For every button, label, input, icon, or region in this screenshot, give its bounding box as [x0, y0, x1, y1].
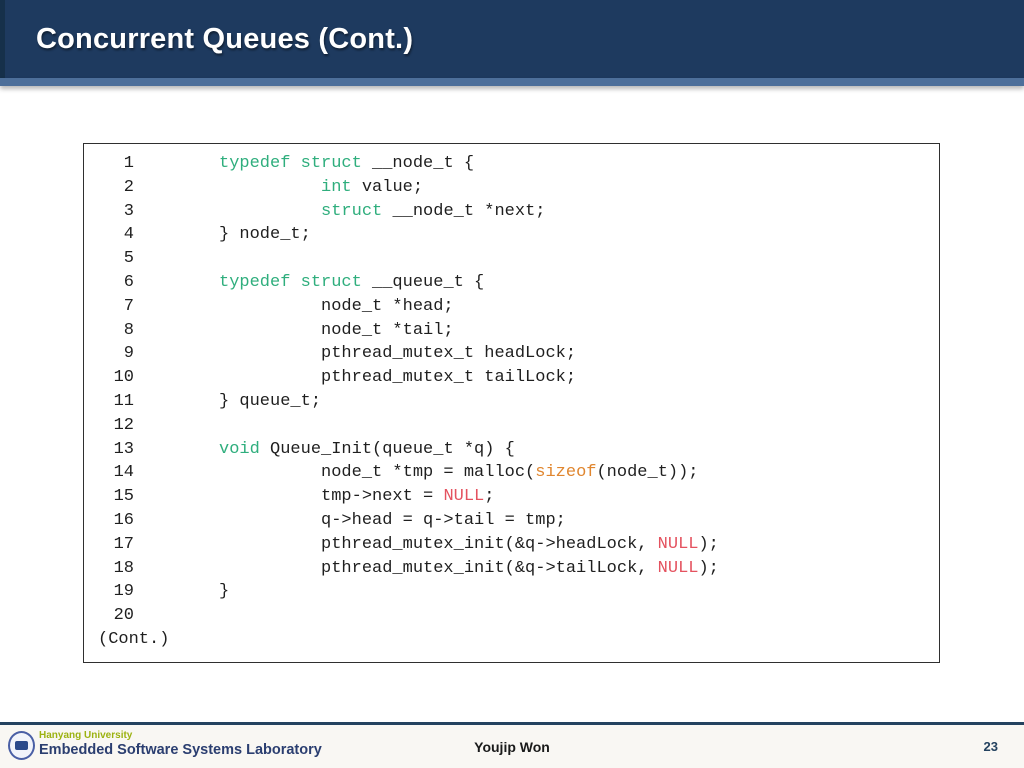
slide-footer: Hanyang University Embedded Software Sys…	[0, 725, 1024, 768]
university-seal-icon	[8, 731, 35, 760]
code-text: pthread_mutex_init(&q->tailLock, NULL);	[219, 558, 719, 578]
code-line: 6 typedef struct __queue_t {	[94, 271, 939, 295]
code-text: pthread_mutex_t headLock;	[219, 344, 577, 364]
code-text: node_t *head;	[219, 296, 454, 316]
line-number: 11	[113, 391, 134, 411]
line-number: 5	[123, 249, 134, 269]
code-text: } node_t;	[219, 225, 311, 245]
line-number: 18	[113, 558, 134, 578]
code-line: 20	[94, 604, 939, 628]
line-number: 20	[113, 606, 134, 626]
code-line: 10 pthread_mutex_t tailLock;	[94, 366, 939, 390]
author-name: Youjip Won	[474, 739, 550, 755]
organization-block: Hanyang University Embedded Software Sys…	[39, 729, 322, 759]
line-number: 8	[123, 320, 134, 340]
code-text: typedef struct __queue_t {	[219, 272, 485, 292]
code-continuation-label: (Cont.)	[98, 629, 170, 649]
code-text: node_t *tmp = malloc(sizeof(node_t));	[219, 463, 699, 483]
code-line: 18 pthread_mutex_init(&q->tailLock, NULL…	[94, 557, 939, 581]
code-line: 1 typedef struct __node_t {	[94, 152, 939, 176]
line-number: 13	[113, 439, 134, 459]
slide-header: Concurrent Queues (Cont.)	[0, 0, 1024, 78]
page-title: Concurrent Queues (Cont.)	[36, 22, 414, 55]
line-number: 7	[123, 296, 134, 316]
line-number: 17	[113, 534, 134, 554]
code-text: typedef struct __node_t {	[219, 154, 475, 173]
laboratory-name: Embedded Software Systems Laboratory	[39, 742, 322, 758]
code-line: 15 tmp->next = NULL;	[94, 485, 939, 509]
code-text: tmp->next = NULL;	[219, 487, 495, 507]
code-line: 17 pthread_mutex_init(&q->headLock, NULL…	[94, 533, 939, 557]
line-number: 15	[113, 487, 134, 507]
code-text: }	[219, 582, 230, 602]
line-number: 10	[113, 368, 134, 388]
header-accent-strip	[0, 78, 1024, 86]
footer-divider	[0, 722, 1024, 725]
code-line: 14 node_t *tmp = malloc(sizeof(node_t));	[94, 461, 939, 485]
code-line: 9 pthread_mutex_t headLock;	[94, 342, 939, 366]
code-line: 8 node_t *tail;	[94, 319, 939, 343]
line-number: 12	[113, 415, 134, 435]
line-number: 14	[113, 463, 134, 483]
line-number: 16	[113, 510, 134, 530]
line-number: 9	[123, 344, 134, 364]
line-number: 19	[113, 582, 134, 602]
code-text: q->head = q->tail = tmp;	[219, 510, 566, 530]
line-number: 1	[123, 154, 134, 173]
code-line: 5	[94, 247, 939, 271]
university-name: Hanyang University	[39, 730, 133, 741]
code-text: pthread_mutex_init(&q->headLock, NULL);	[219, 534, 719, 554]
code-line: 3 struct __node_t *next;	[94, 200, 939, 224]
code-text: pthread_mutex_t tailLock;	[219, 368, 577, 388]
page-number: 23	[983, 739, 998, 754]
code-text: struct __node_t *next;	[321, 201, 546, 221]
seal-book-glyph	[15, 741, 28, 750]
code-text: node_t *tail;	[219, 320, 454, 340]
line-number: 6	[123, 272, 134, 292]
code-line: 4 } node_t;	[94, 223, 939, 247]
code-line: 16 q->head = q->tail = tmp;	[94, 509, 939, 533]
code-line: 7 node_t *head;	[94, 295, 939, 319]
line-number: 3	[123, 201, 134, 221]
line-number: 4	[123, 225, 134, 245]
code-line: 2 int value;	[94, 176, 939, 200]
code-text: } queue_t;	[219, 391, 322, 411]
code-line: 19}	[94, 580, 939, 604]
code-line: 12	[94, 414, 939, 438]
code-text: void Queue_Init(queue_t *q) {	[219, 439, 515, 459]
line-number: 2	[123, 177, 134, 197]
code-text: int value;	[321, 177, 424, 197]
code-line: 13 void Queue_Init(queue_t *q) {	[94, 438, 939, 462]
code-line: 11 } queue_t;	[94, 390, 939, 414]
